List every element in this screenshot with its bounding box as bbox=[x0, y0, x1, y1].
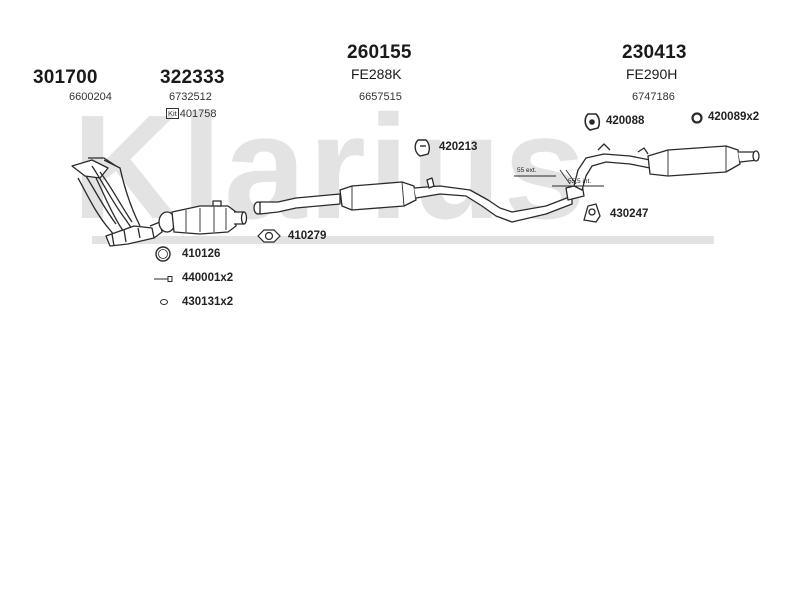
fitting-420088[interactable]: 420088 bbox=[606, 115, 645, 127]
kit-code-value: 401758 bbox=[179, 108, 217, 120]
fitting-430247[interactable]: 430247 bbox=[610, 208, 649, 220]
gasket-icon-410279 bbox=[257, 229, 281, 243]
dimension-lines bbox=[514, 169, 604, 187]
ring-gasket-icon-410126 bbox=[155, 246, 171, 262]
bracket-icon-430247 bbox=[583, 203, 601, 223]
fitting-410126[interactable]: 410126 bbox=[182, 248, 221, 260]
catalytic-converter-drawing bbox=[158, 200, 248, 235]
fitting-440001x2[interactable]: 440001x2 bbox=[182, 272, 234, 284]
part-ref-6600204: 6600204 bbox=[69, 91, 112, 103]
part-number-301700[interactable]: 301700 bbox=[33, 67, 98, 88]
rubber-mount-icon-420088 bbox=[584, 113, 601, 131]
fitting-410279[interactable]: 410279 bbox=[288, 230, 327, 242]
bolt-icon-440001 bbox=[154, 276, 173, 282]
part-ref-6657515: 6657515 bbox=[359, 91, 402, 103]
fitting-420089x2[interactable]: 420089x2 bbox=[708, 111, 760, 123]
part-code-FE290H: FE290H bbox=[626, 66, 678, 82]
part-ref-6747186: 6747186 bbox=[632, 91, 675, 103]
clamp-icon-420213 bbox=[414, 139, 431, 157]
part-number-322333[interactable]: 322333 bbox=[160, 67, 225, 88]
watermark-logo: Klarius bbox=[72, 85, 588, 250]
middle-silencer-pipe-drawing bbox=[253, 177, 585, 223]
part-code-FE288K: FE288K bbox=[351, 66, 402, 82]
part-number-260155[interactable]: 260155 bbox=[347, 42, 412, 63]
rear-silencer-pipe-drawing bbox=[573, 143, 760, 191]
fitting-430131x2[interactable]: 430131x2 bbox=[182, 296, 234, 308]
dimension-55-5-int: 55.5 int. bbox=[568, 178, 592, 185]
watermark-underline bbox=[92, 236, 714, 244]
part-number-230413[interactable]: 230413 bbox=[622, 42, 687, 63]
kit-label: Kit bbox=[166, 108, 179, 119]
part-ref-6732512: 6732512 bbox=[169, 91, 212, 103]
fitting-420213[interactable]: 420213 bbox=[439, 141, 478, 153]
ring-icon-420089 bbox=[691, 112, 703, 124]
nut-icon-430131 bbox=[160, 299, 168, 305]
dimension-55-ext: 55 ext. bbox=[517, 167, 537, 174]
